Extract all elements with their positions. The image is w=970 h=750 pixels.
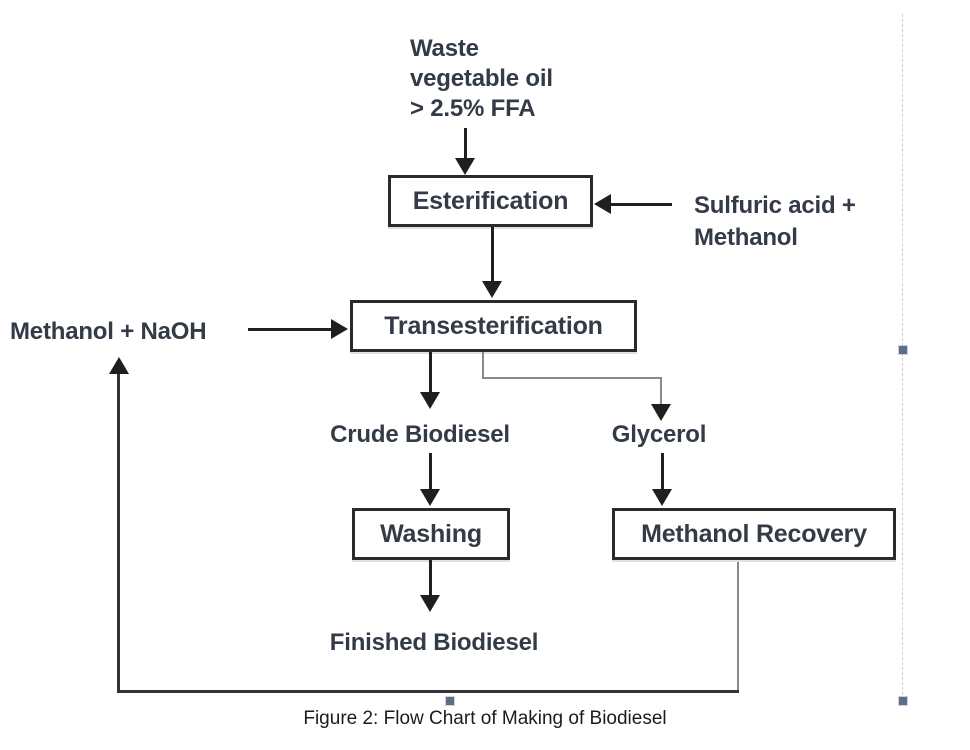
arrow-naoh-to-transesterification-line — [248, 328, 332, 331]
arrow-transesterification-to-crude-line — [429, 352, 432, 392]
glycerol-label: Glycerol — [611, 421, 707, 448]
arrow-sulfuric-to-esterification-head-icon — [594, 194, 611, 214]
arrow-washing-to-finished-line — [429, 560, 432, 596]
arrow-crude-to-washing-head-icon — [420, 489, 440, 506]
sulfuric-acid-label: Sulfuric acid + Methanol — [694, 190, 856, 254]
branch-to-glycerol-segment-3 — [660, 377, 662, 405]
branch-to-glycerol-segment-2 — [482, 377, 662, 379]
recycle-loop-bottom-segment — [117, 690, 739, 693]
esterification-box-label: Esterification — [412, 187, 569, 215]
arrow-glycerol-to-recovery-line — [661, 453, 664, 490]
esterification-box: Esterification — [388, 175, 593, 227]
selection-handle-bottom-right[interactable] — [899, 697, 907, 705]
recycle-loop-down-segment — [737, 562, 739, 692]
methanol-recovery-box: Methanol Recovery — [612, 508, 896, 560]
sulfuric-acid-line-1: Sulfuric acid + — [694, 192, 856, 219]
arrow-sulfuric-to-esterification-line — [610, 203, 672, 206]
selection-handle-right-middle[interactable] — [899, 346, 907, 354]
waste-oil-line-3: > 2.5% FFA — [410, 95, 536, 122]
methanol-recovery-box-label: Methanol Recovery — [641, 520, 867, 548]
washing-box: Washing — [352, 508, 510, 560]
arrow-waste-to-esterification-head-icon — [455, 158, 475, 175]
arrow-esterification-to-transesterification-head-icon — [482, 281, 502, 298]
arrow-transesterification-to-crude-head-icon — [420, 392, 440, 409]
waste-oil-line-1: Waste — [410, 35, 479, 62]
branch-to-glycerol-segment-1 — [482, 352, 484, 378]
finished-biodiesel-label: Finished Biodiesel — [329, 629, 539, 656]
arrow-waste-to-esterification-line — [464, 128, 467, 160]
arrow-glycerol-to-recovery-head-icon — [652, 489, 672, 506]
crude-biodiesel-label: Crude Biodiesel — [330, 421, 510, 448]
washing-box-label: Washing — [380, 520, 482, 548]
arrow-naoh-to-transesterification-head-icon — [331, 319, 348, 339]
arrow-crude-to-washing-line — [429, 453, 432, 490]
waste-oil-label: Waste vegetable oil > 2.5% FFA — [410, 34, 553, 124]
waste-oil-line-2: vegetable oil — [410, 65, 553, 92]
sulfuric-acid-line-2: Methanol — [694, 224, 798, 251]
figure-caption: Figure 2: Flow Chart of Making of Biodie… — [303, 708, 667, 729]
selection-border-right[interactable] — [902, 14, 903, 700]
selection-handle-bottom-middle[interactable] — [446, 697, 454, 705]
arrow-esterification-to-transesterification-line — [491, 227, 494, 281]
transesterification-box-label: Transesterification — [384, 312, 603, 340]
branch-to-glycerol-head-icon — [651, 404, 671, 421]
recycle-loop-head-icon — [109, 357, 129, 374]
transesterification-box: Transesterification — [350, 300, 637, 352]
methanol-naoh-label: Methanol + NaOH — [10, 318, 207, 345]
arrow-washing-to-finished-head-icon — [420, 595, 440, 612]
recycle-loop-up-segment — [117, 374, 120, 693]
